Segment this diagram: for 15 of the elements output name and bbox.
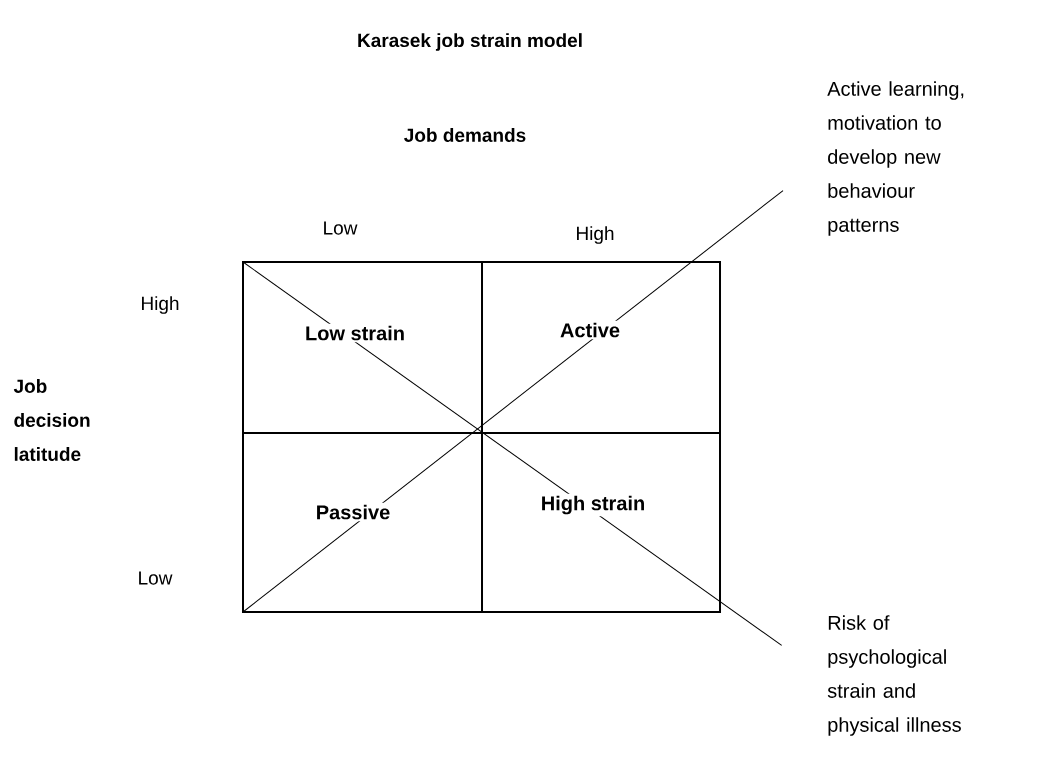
leader-line — [242, 190, 784, 613]
axis-title: Job decision latitude — [13, 379, 90, 461]
axis-title: Job demands — [404, 128, 526, 142]
outcome-text: Risk of psychological strain and physical illness — [827, 615, 961, 736]
quadrant-label: High strain — [538, 493, 648, 517]
axis-tick-label: Low — [324, 221, 358, 235]
quadrant-label: Passive — [313, 502, 393, 522]
title: Karasek job strain model — [358, 33, 582, 51]
quadrant-label: Low strain — [303, 323, 407, 343]
outcome-text: Active learning, motivation to develop new behaviour patterns — [827, 81, 964, 236]
axis-tick-label: Low — [139, 571, 173, 585]
leader-line — [242, 261, 783, 646]
axis-tick-label: High — [142, 296, 179, 314]
axis-tick-label: High — [577, 226, 614, 244]
quadrant-label: Active — [558, 320, 622, 340]
